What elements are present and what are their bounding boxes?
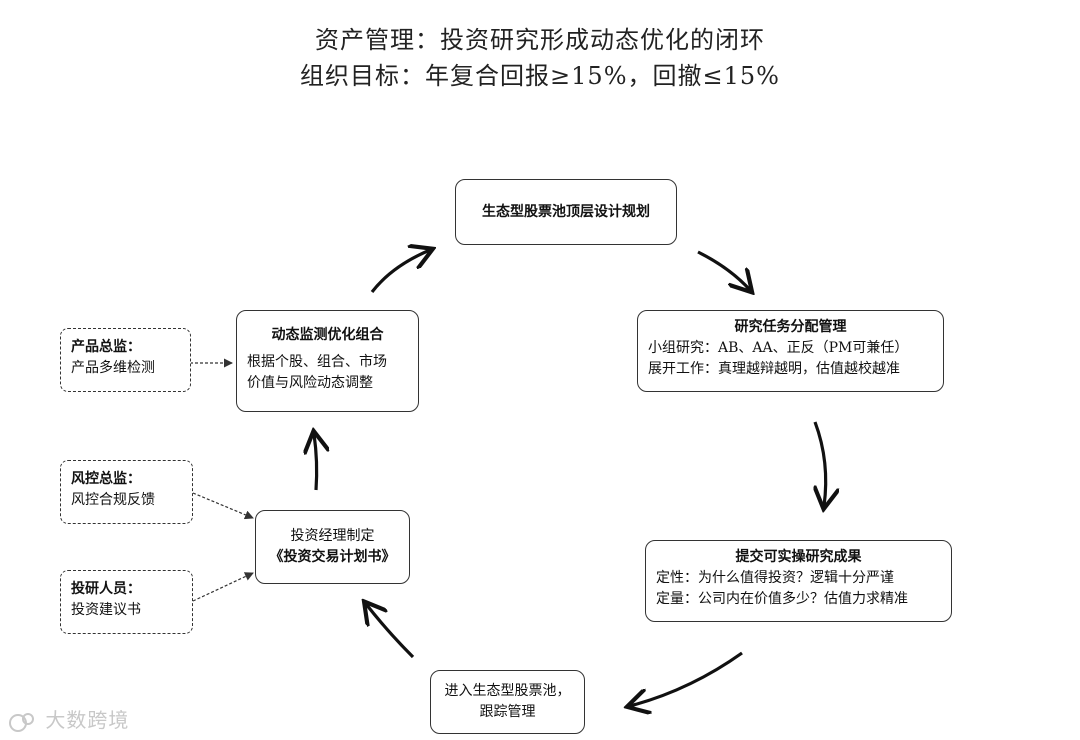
side-input-research-staff: 投研人员： 投资建议书 xyxy=(60,570,193,634)
node-submit-results-head: 提交可实操研究成果 xyxy=(735,549,862,565)
diagram-title-line2: 组织目标：年复合回报≥15%，回撤≤15% xyxy=(300,62,780,90)
watermark: 大数跨境 xyxy=(8,704,129,733)
node-enter-pool-line1: 进入生态型股票池， xyxy=(444,683,571,699)
side-input-product: 产品总监： 产品多维检测 xyxy=(60,328,191,392)
side-input-product-body: 产品多维检测 xyxy=(71,360,155,376)
node-research-assign-line2: 展开工作：真理越辩越明，估值越校越准 xyxy=(648,361,900,377)
arrow-submit-to-pool xyxy=(630,651,743,706)
side-input-risk-head: 风控总监： xyxy=(71,471,141,487)
node-research-assign-line1: 小组研究：AB、AA、正反（PM可兼任） xyxy=(648,340,909,356)
node-top-design-label: 生态型股票池顶层设计规划 xyxy=(482,203,650,220)
side-input-research-staff-body: 投资建议书 xyxy=(71,602,141,618)
arrow-staff-to-plan xyxy=(192,572,254,602)
diagram-title-line1: 资产管理：投资研究形成动态优化的闭环 xyxy=(315,26,765,54)
arrow-plan-to-monitor xyxy=(314,434,317,491)
node-trade-plan-line1: 投资经理制定 xyxy=(290,528,375,544)
arrow-pool-to-plan xyxy=(366,604,415,659)
arrow-risk-to-plan xyxy=(192,492,254,520)
node-submit-results: 提交可实操研究成果 定性：为什么值得投资？逻辑十分严谨 定量：公司内在价值多少？… xyxy=(645,540,952,622)
side-input-product-head: 产品总监： xyxy=(71,339,141,355)
side-input-risk: 风控总监： 风控合规反馈 xyxy=(60,460,193,524)
node-top-design: 生态型股票池顶层设计规划 xyxy=(455,179,677,245)
node-enter-pool-line2: 跟踪管理 xyxy=(479,704,536,720)
arrow-design-to-assign xyxy=(697,250,750,290)
node-dynamic-monitor: 动态监测优化组合 根据个股、组合、市场 价值与风险动态调整 xyxy=(236,310,419,412)
node-dynamic-monitor-head: 动态监测优化组合 xyxy=(271,327,384,343)
arrow-monitor-to-design xyxy=(370,250,430,293)
watermark-logo-icon xyxy=(9,712,34,732)
side-input-risk-body: 风控合规反馈 xyxy=(71,492,155,508)
node-dynamic-monitor-line2: 价值与风险动态调整 xyxy=(247,375,373,391)
node-trade-plan: 投资经理制定 《投资交易计划书》 xyxy=(255,510,410,584)
watermark-text: 大数跨境 xyxy=(45,708,130,732)
node-submit-results-line2: 定量：公司内在价值多少？估值力求精准 xyxy=(656,591,908,607)
side-input-research-staff-head: 投研人员： xyxy=(71,581,141,597)
node-trade-plan-line2: 《投资交易计划书》 xyxy=(269,549,396,565)
node-submit-results-line1: 定性：为什么值得投资？逻辑十分严谨 xyxy=(656,570,894,586)
arrow-assign-to-submit xyxy=(815,421,826,506)
node-dynamic-monitor-line1: 根据个股、组合、市场 xyxy=(247,354,387,370)
node-research-assign-head: 研究任务分配管理 xyxy=(734,319,847,335)
node-enter-pool: 进入生态型股票池， 跟踪管理 xyxy=(430,670,585,734)
node-research-assign: 研究任务分配管理 小组研究：AB、AA、正反（PM可兼任） 展开工作：真理越辩越… xyxy=(637,310,944,392)
